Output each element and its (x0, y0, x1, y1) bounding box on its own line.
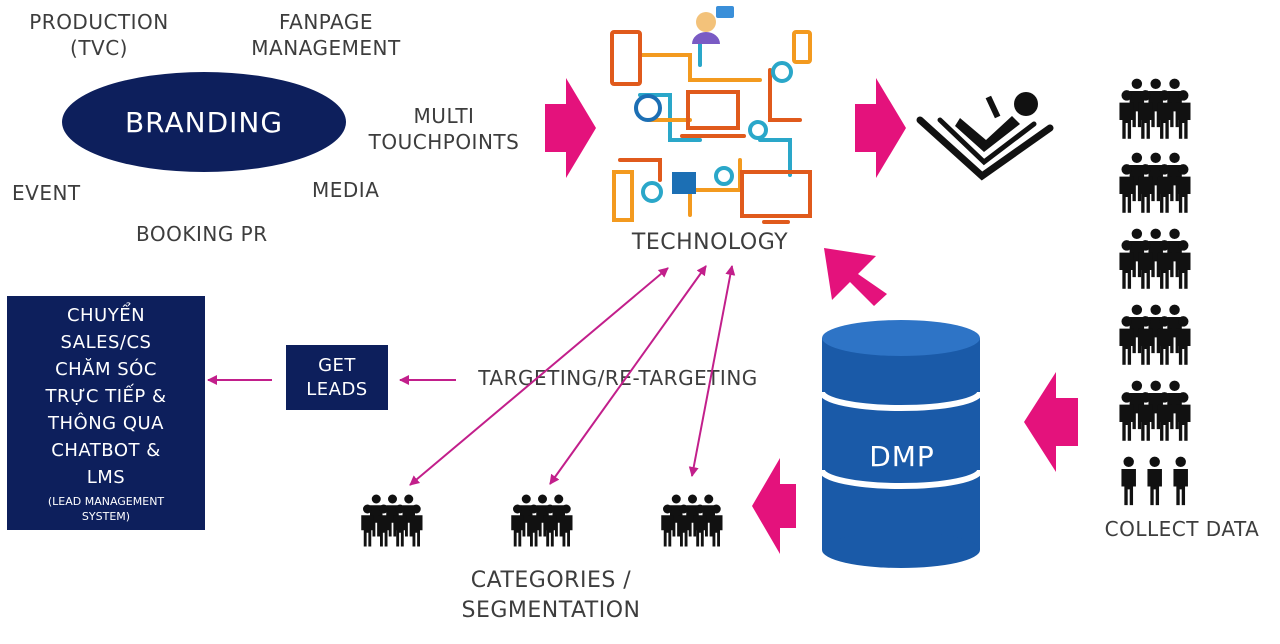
left-box-line: CHĂM SÓC (55, 359, 157, 380)
left-box-line: TRỰC TIẾP & (45, 386, 167, 407)
left-box-note: SYSTEM) (81, 510, 131, 523)
arrow-to-dmp (1024, 372, 1078, 472)
sales-cs-box: CHUYỂN SALES/CS CHĂM SÓC TRỰC TIẾP & THÔ… (7, 296, 205, 530)
support-agent-icon (692, 6, 734, 44)
dmp-database-icon (819, 320, 983, 568)
left-box-line: CHATBOT & (51, 440, 161, 461)
bar-chart-icon (672, 172, 696, 194)
left-box-line: CHUYỂN (66, 305, 146, 326)
flow-arrows (545, 78, 1078, 554)
person-icon (1173, 456, 1188, 506)
crowd-row (1119, 78, 1191, 139)
arrow-tech-seg3 (688, 265, 736, 477)
crowd-row (1119, 304, 1191, 365)
booking-pr-label: BOOKING PR (136, 222, 268, 246)
arrow-tech-seg2 (549, 265, 707, 485)
crowd-row (1119, 152, 1191, 213)
crowd-row (1119, 228, 1191, 289)
arrow-to-segments (752, 458, 796, 554)
branding-ellipse: BRANDING (62, 72, 346, 172)
segment-crowd-icon (661, 494, 723, 547)
arrow-to-technology (545, 78, 596, 178)
technology-network-icon (610, 30, 812, 224)
reader-in-chair-icon (916, 92, 1054, 181)
left-box-line: THÔNG QUA (48, 413, 164, 434)
dmp-label: DMP (869, 440, 935, 473)
left-box-note: (LEAD MANAGEMENT (47, 495, 165, 508)
left-box-line: LMS (86, 467, 126, 488)
collect-crowd-icon (1119, 78, 1191, 506)
media-label: MEDIA (312, 178, 380, 202)
arrow-to-reader (855, 78, 906, 178)
collect-data-label: COLLECT DATA (1104, 517, 1260, 541)
branding-label: BRANDING (124, 105, 284, 139)
arrow-dmp-to-technology (824, 248, 887, 306)
arrow-tech-seg1 (409, 267, 669, 486)
segment-crowd-icon (361, 494, 423, 547)
technology-label: TECHNOLOGY (631, 230, 789, 255)
person-icon (1121, 456, 1136, 506)
event-label: EVENT (12, 181, 81, 205)
segmentation-label: CATEGORIES /SEGMENTATION (461, 568, 641, 623)
production-label: PRODUCTION(TVC) (29, 10, 169, 60)
person-icon (1147, 456, 1162, 506)
segment-crowd-icon (511, 494, 573, 547)
crowd-row (1119, 380, 1191, 441)
left-box-line: SALES/CS (60, 332, 152, 353)
